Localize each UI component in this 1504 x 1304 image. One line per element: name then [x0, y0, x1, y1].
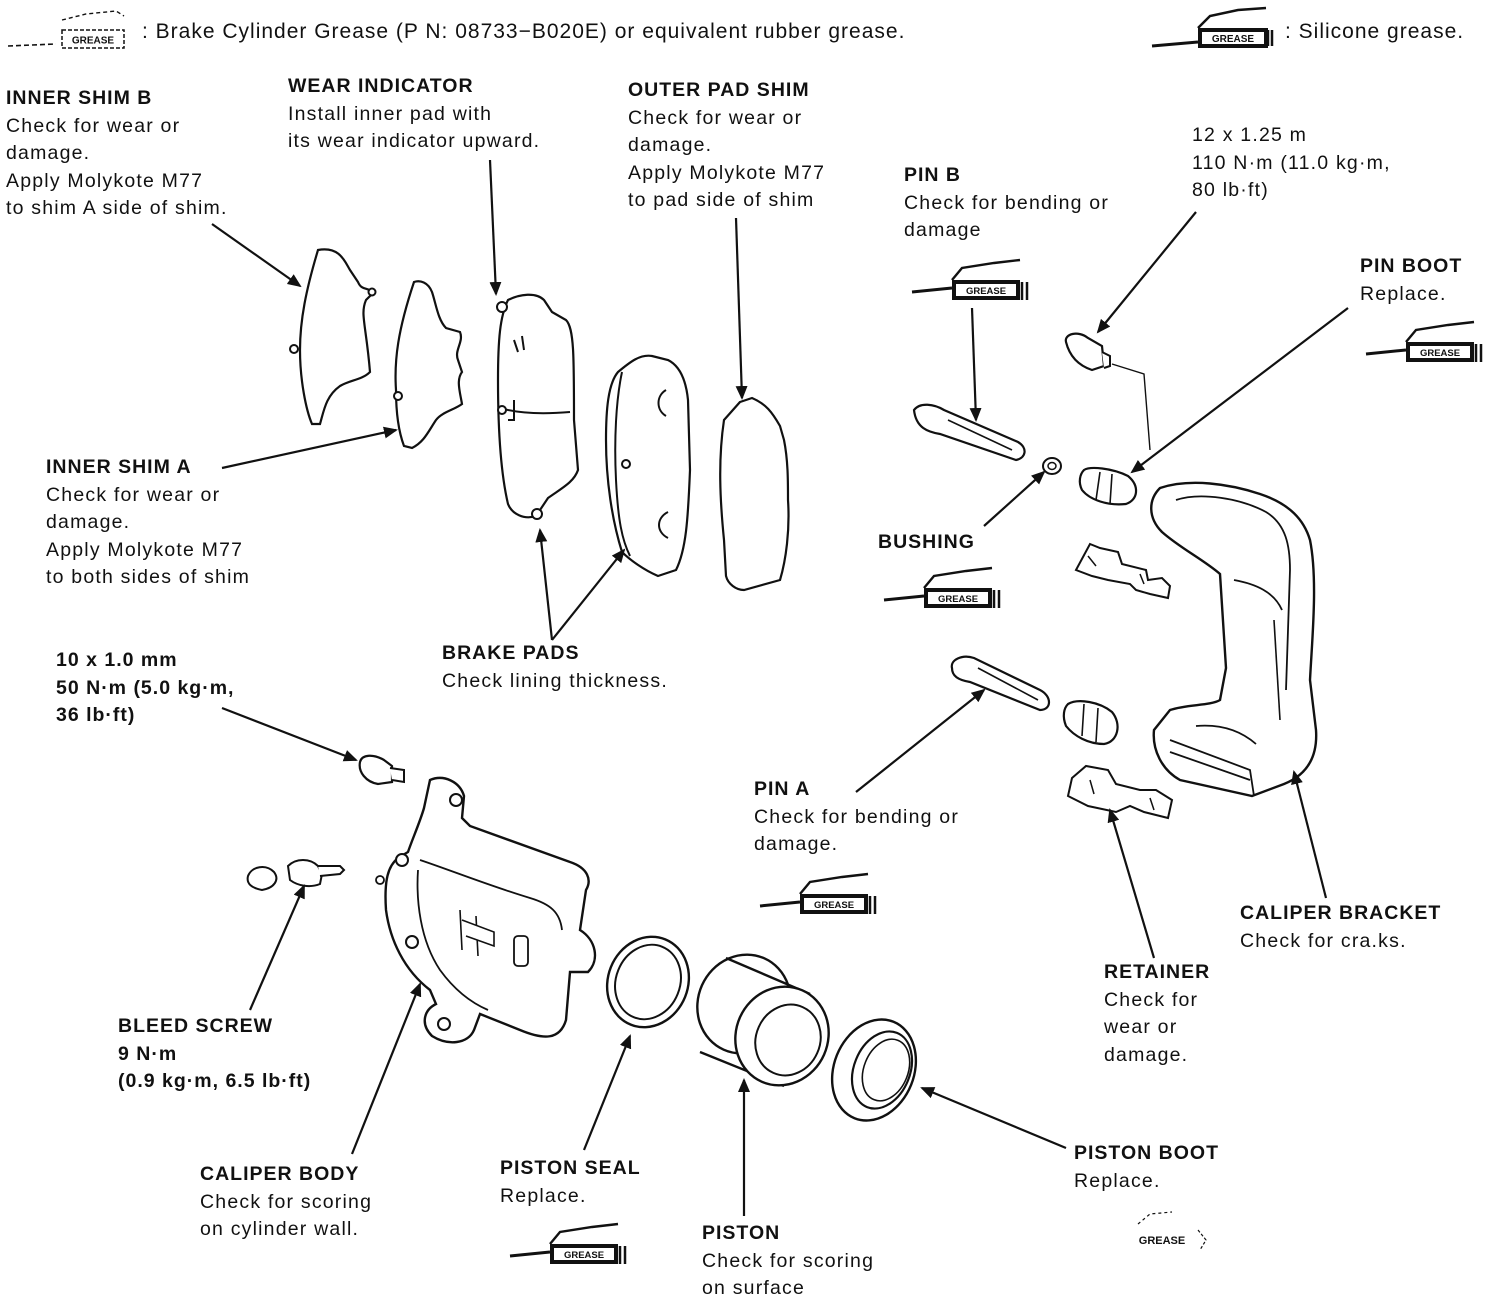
label-inner-shim-b: INNER SHIM B Check for wear or damage. A…: [6, 87, 228, 219]
brake-grease-description: : Brake Cylinder Grease (P N: 08733−B020…: [142, 20, 906, 43]
lower-mounting-bolt: [358, 754, 405, 786]
inner-shim-a: [394, 280, 464, 450]
inner-brake-pad: [496, 293, 580, 520]
svg-text:GREASE: GREASE: [72, 36, 115, 47]
pin-boot-lower: [1062, 700, 1119, 746]
retainer-lower: [1066, 764, 1174, 820]
silicone-grease-description: : Silicone grease.: [1285, 20, 1465, 43]
caliper-body: [375, 776, 597, 1044]
label-pin-b: PIN B Check for bending or damage: [904, 164, 1110, 241]
label-wear-indicator: WEAR INDICATOR Install inner pad with it…: [288, 75, 541, 152]
outer-pad-shim: [719, 396, 790, 592]
grease-icon-bushing: [882, 566, 1001, 610]
brake-grease-icon: GREASE: [7, 10, 125, 49]
label-pin-boot: PIN BOOT Replace.: [1360, 255, 1463, 305]
retainer-upper: [1074, 542, 1172, 600]
piston: [696, 953, 830, 1090]
label-caliper-bracket: CALIPER BRACKET Check for cra.ks.: [1240, 902, 1442, 952]
inner-shim-b: [298, 248, 374, 426]
leader-arrows: [211, 159, 1349, 1216]
label-pin-a: PIN A Check for bending or damage.: [754, 778, 960, 855]
pin-boot-upper: [1078, 466, 1138, 506]
caliper-bracket: [1150, 481, 1318, 798]
label-piston-boot: PISTON BOOT Replace.: [1074, 1142, 1219, 1192]
label-upper-bolt-spec: 12 x 1.25 m 110 N·m (11.0 kg·m, 80 lb·ft…: [1192, 124, 1391, 201]
svg-text:GREASE: GREASE: [1212, 34, 1255, 45]
grease-icon-pin-boot: [1364, 320, 1483, 364]
upper-mounting-bolt: [1064, 332, 1111, 372]
label-lower-bolt-spec: 10 x 1.0 mm 50 N·m (5.0 kg·m, 36 lb·ft): [56, 649, 235, 726]
bleed-screw-cap: [246, 866, 278, 892]
svg-text:GREASE: GREASE: [1139, 1235, 1185, 1247]
label-inner-shim-a: INNER SHIM A Check for wear or damage. A…: [46, 456, 251, 588]
grease-icon-piston-seal: [508, 1222, 627, 1266]
grease-icon-piston-boot: GREASE: [1137, 1211, 1207, 1251]
pin-a: [950, 655, 1051, 712]
piston-seal: [605, 935, 691, 1029]
piston-boot: [830, 1018, 918, 1122]
label-bleed-screw: BLEED SCREW 9 N·m (0.9 kg·m, 6.5 lb·ft): [118, 1015, 312, 1092]
bushing: [1042, 457, 1062, 475]
label-piston-seal: PISTON SEAL Replace.: [500, 1157, 641, 1207]
label-outer-pad-shim: OUTER PAD SHIM Check for wear or damage.…: [628, 79, 826, 211]
silicone-grease-icon: GREASE: [1151, 6, 1274, 48]
pin-b: [912, 403, 1026, 462]
grease-icon-pin-b: [910, 258, 1029, 302]
label-brake-pads: BRAKE PADS Check lining thickness.: [442, 642, 668, 692]
bleed-screw: [286, 859, 346, 888]
outer-brake-pad: [604, 354, 692, 578]
label-retainer: RETAINER Check for wear or damage.: [1104, 961, 1211, 1066]
label-bushing: BUSHING: [878, 531, 975, 553]
grease-icon-pin-a: [758, 872, 877, 916]
label-piston: PISTON Check for scoring on surface: [702, 1222, 875, 1299]
label-caliper-body: CALIPER BODY Check for scoring on cylind…: [200, 1163, 373, 1240]
